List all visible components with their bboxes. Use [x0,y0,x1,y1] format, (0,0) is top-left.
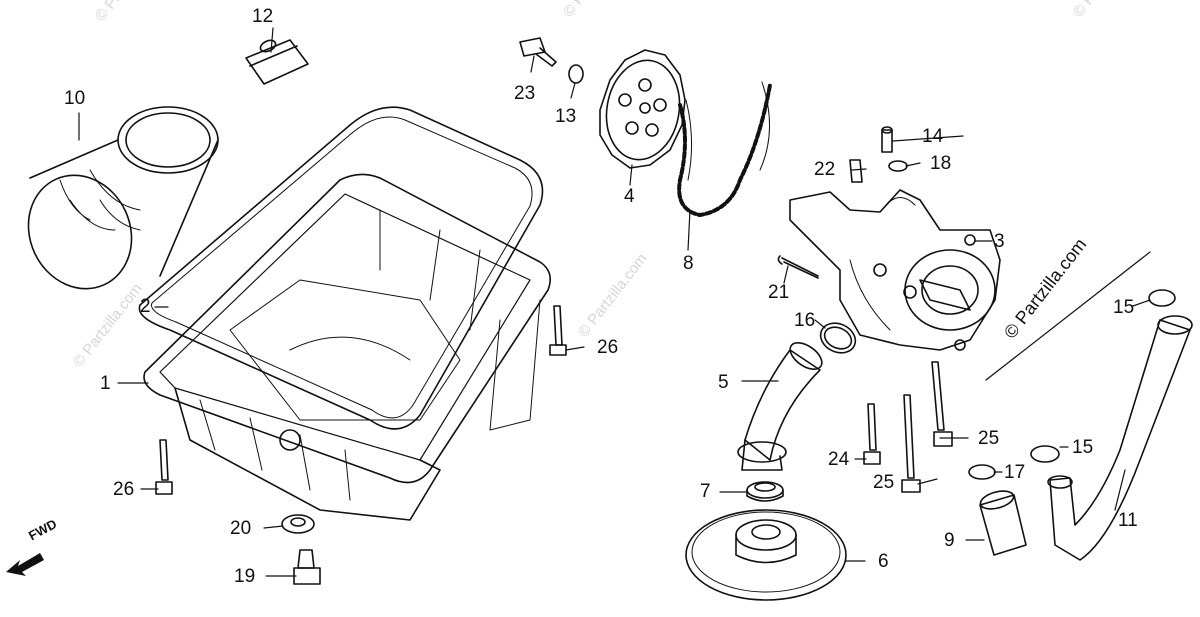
callout-24: 24 [828,449,850,470]
drive-chain [677,81,772,217]
callout-25-right: 25 [978,428,1000,449]
callout-2: 2 [140,296,151,317]
callout-11: 11 [1118,510,1138,531]
callout-12: 12 [252,6,274,27]
drain-bolt [293,549,321,585]
callout-4: 4 [624,186,635,207]
filter-bolt [245,39,309,85]
callout-20: 20 [230,518,252,539]
callout-19: 19 [234,566,256,587]
bolt-26-left [155,439,173,495]
callout-13: 13 [555,106,577,127]
oil-pump [789,189,1001,351]
callout-15-bottom: 15 [1072,437,1094,458]
callout-3: 3 [994,231,1005,252]
callout-17: 17 [1004,462,1026,483]
callout-25-left: 25 [873,472,895,493]
o-ring-top [1148,289,1176,307]
callout-18: 18 [930,153,952,174]
callout-14: 14 [922,126,944,147]
callout-26-right: 26 [597,337,619,358]
callout-16: 16 [794,310,816,331]
seal [746,481,784,502]
o-ring-18 [888,160,908,172]
callout-6: 6 [878,551,889,572]
callout-1: 1 [100,373,111,394]
callout-22: 22 [814,159,836,180]
callout-9: 9 [944,530,955,551]
collar [881,126,893,153]
gasket [138,106,544,430]
callout-8: 8 [683,253,694,274]
bolt-25 [901,394,921,493]
oil-pan [143,173,551,521]
relief-valve [979,490,1027,556]
bolt-26-right [549,305,567,356]
callout-5: 5 [718,372,729,393]
fwd-arrow-icon [6,553,44,576]
o-ring-bottom [1030,445,1060,463]
oil-pipe [1047,315,1193,561]
callout-10: 10 [64,88,86,109]
callout-23: 23 [514,83,536,104]
sprocket [599,49,686,169]
callout-21: 21 [768,282,790,303]
washer [568,64,584,84]
drain-washer [281,514,315,534]
cotter-pin [777,255,819,279]
sprocket-bolt [519,37,557,67]
callout-7: 7 [700,481,711,502]
strainer-screen [685,509,847,601]
callout-15-top: 15 [1113,297,1135,318]
callout-26-left: 26 [113,479,135,500]
oil-filter [27,106,219,290]
o-ring-16 [819,322,857,354]
dowel [849,159,863,183]
leader-lines [78,27,1151,577]
bolt-24 [863,403,881,465]
pipe-elbow [737,342,823,471]
bolt-25b [931,361,953,447]
o-ring-17 [968,464,996,480]
